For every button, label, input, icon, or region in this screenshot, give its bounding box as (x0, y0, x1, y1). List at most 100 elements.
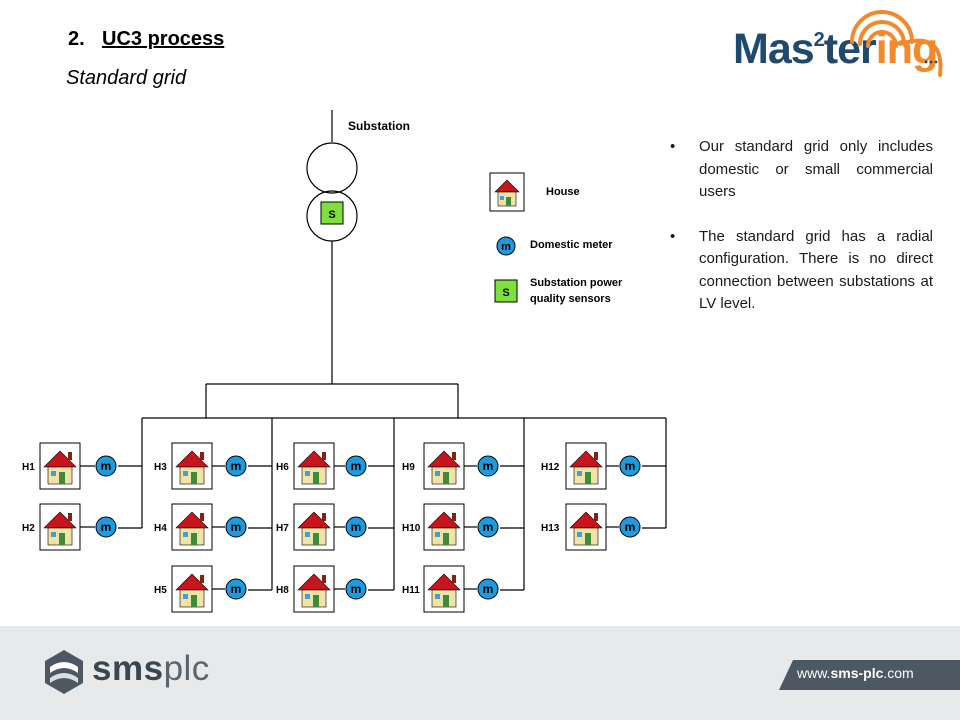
house-icon (293, 565, 335, 613)
house-label: H12 (541, 462, 560, 473)
url-prefix: www. (797, 665, 831, 681)
meter-symbol: m (231, 459, 242, 473)
house-label: H1 (22, 462, 35, 473)
house-icon (171, 442, 213, 490)
meter-symbol: m (351, 459, 362, 473)
meter-icon (477, 455, 499, 477)
legend-meter-icon (496, 236, 516, 256)
house-unit: m H3 (154, 442, 247, 490)
house-unit: m H1 (22, 442, 117, 490)
smsplc-logo-mark (45, 650, 83, 694)
house-label: H7 (276, 523, 289, 534)
company-name-light: plc (163, 649, 210, 688)
house-unit: m H4 (154, 503, 247, 551)
slide-subtitle: Standard grid (66, 67, 187, 89)
bullet-item: The standard grid has a radial configura… (670, 226, 933, 316)
house-label: H11 (402, 585, 420, 596)
meter-icon (619, 516, 641, 538)
meter-symbol: m (101, 520, 112, 534)
house-unit: m H9 (402, 442, 499, 490)
legend-house-icon (489, 172, 525, 212)
meter-icon (225, 516, 247, 538)
house-label: H8 (276, 585, 289, 596)
url-suffix: .com (883, 665, 914, 681)
slide-heading: 2. UC3 process (68, 28, 224, 51)
house-label: H13 (541, 523, 560, 534)
logo-prefix: Mas (733, 25, 815, 73)
house-icon (565, 503, 607, 551)
mastering-logo: Mas2tering (733, 25, 938, 73)
house-unit: m H5 (154, 565, 247, 613)
meter-icon (477, 578, 499, 600)
house-icon (423, 565, 465, 613)
house-icon (423, 442, 465, 490)
house-label: H2 (22, 523, 35, 534)
meter-symbol: m (351, 582, 362, 596)
meter-icon (95, 455, 117, 477)
bullet-list: Our standard grid only includes domestic… (670, 136, 933, 338)
house-unit: m H6 (276, 442, 367, 490)
house-icon (293, 503, 335, 551)
legend-sensor-symbol: S (502, 287, 509, 299)
logo-dots-icon (924, 60, 938, 64)
company-logo: smsplc (92, 649, 210, 689)
distribution-lines (118, 383, 667, 591)
meter-symbol: m (231, 520, 242, 534)
meter-icon (95, 516, 117, 538)
meter-icon (345, 578, 367, 600)
house-icon (293, 442, 335, 490)
house-label: H4 (154, 523, 167, 534)
legend: House m Domestic meter S Substation powe… (489, 172, 623, 305)
substation-sensor (320, 201, 344, 225)
house-unit: m H8 (276, 565, 367, 613)
houses-layer: mH1mH2mH3mH4mH5mH6mH7mH8mH9mH10mH11mH12m… (22, 442, 641, 613)
meter-symbol: m (625, 520, 636, 534)
logo-signal-icon (850, 10, 943, 77)
house-label: H6 (276, 462, 289, 473)
substation-transformer (306, 110, 358, 384)
house-label: H9 (402, 462, 415, 473)
meter-symbol: m (351, 520, 362, 534)
house-unit: m H2 (22, 503, 117, 551)
house-label: H10 (402, 523, 421, 534)
house-label: H3 (154, 462, 167, 473)
heading-title: UC3 process (102, 28, 225, 50)
legend-meter-label: Domestic meter (530, 239, 613, 251)
house-icon (39, 503, 81, 551)
logo-middle: ter (823, 25, 877, 73)
logo-superscript: 2 (813, 29, 825, 51)
meter-symbol: m (483, 520, 494, 534)
meter-symbol: m (101, 459, 112, 473)
house-icon (171, 565, 213, 613)
meter-icon (345, 455, 367, 477)
legend-sensor-icon (494, 279, 518, 303)
meter-icon (477, 516, 499, 538)
house-icon (171, 503, 213, 551)
house-unit: m H12 (541, 442, 641, 490)
house-unit: m H11 (402, 565, 499, 613)
meter-symbol: m (231, 582, 242, 596)
meter-icon (225, 578, 247, 600)
substation-sensor-symbol: S (328, 209, 335, 221)
meter-symbol: m (483, 459, 494, 473)
meter-icon (345, 516, 367, 538)
heading-number: 2. (68, 28, 85, 50)
house-icon (39, 442, 81, 490)
substation-label: Substation (348, 119, 410, 133)
house-unit: m H10 (402, 503, 499, 551)
company-name-strong: sms (92, 649, 164, 688)
legend-meter-symbol: m (501, 241, 511, 253)
meter-symbol: m (483, 582, 494, 596)
meter-symbol: m (625, 459, 636, 473)
company-url[interactable]: www.sms-plc.com (797, 665, 914, 681)
meter-icon (225, 455, 247, 477)
legend-sensor-label-1: Substation power (530, 277, 623, 289)
url-tag (779, 660, 960, 690)
house-unit: m H7 (276, 503, 367, 551)
house-unit: m H13 (541, 503, 641, 551)
house-label: H5 (154, 585, 167, 596)
url-bold: sms-plc (830, 665, 884, 681)
legend-sensor-label-2: quality sensors (530, 293, 611, 305)
